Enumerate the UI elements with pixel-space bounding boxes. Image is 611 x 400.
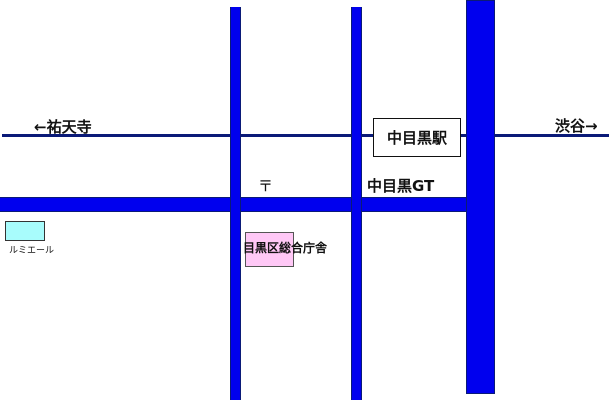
ward-office-label: 目黒区総合庁舎 bbox=[243, 241, 328, 255]
road-vertical-middle bbox=[351, 7, 362, 400]
station-box: 中目黒駅 bbox=[373, 118, 461, 157]
post-office-icon: 〒 bbox=[258, 177, 274, 195]
rail-line bbox=[2, 134, 609, 137]
direction-label-yutenji: ←祐天寺 bbox=[34, 118, 92, 136]
lumine-label: ルミエール bbox=[9, 246, 55, 256]
landmark-label-gt: 中目黒GT bbox=[367, 177, 435, 195]
road-vertical-wide bbox=[466, 0, 495, 394]
lumine-marker bbox=[5, 221, 45, 241]
road-vertical-left bbox=[230, 7, 241, 400]
station-label: 中目黒駅 bbox=[386, 129, 447, 147]
direction-label-shibuya: 渋谷→ bbox=[555, 117, 598, 135]
ward-office-marker bbox=[245, 232, 294, 267]
